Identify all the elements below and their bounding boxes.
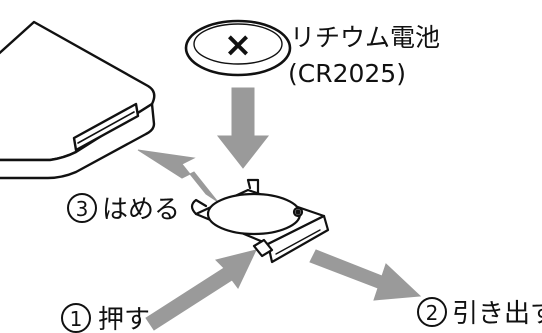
lithium-battery: × (184, 19, 292, 77)
step-1-label: 1 押す (61, 303, 150, 333)
step-3-text: はめる (102, 195, 180, 225)
step-1-number: 1 (70, 307, 83, 331)
step-1-arrow (145, 249, 257, 331)
step-2-number: 2 (426, 301, 439, 325)
holder-coin (206, 192, 302, 236)
battery-model-label: (CR2025) (288, 59, 406, 88)
battery-rim (193, 23, 283, 65)
step-3-circle (67, 193, 97, 223)
remote-front-edge (0, 102, 156, 180)
step-2-arrow (309, 249, 422, 301)
battery-body (184, 19, 292, 77)
step-3-arrow (137, 149, 219, 203)
holder-clip-arm (246, 178, 260, 194)
step-2-label: 2 引き出す (417, 297, 542, 329)
step-2-circle (417, 297, 447, 327)
step-1-text: 押す (98, 305, 150, 333)
battery-holder (190, 178, 330, 264)
step-3-label: 3 はめる (67, 193, 180, 225)
battery-cross-mark: × (224, 25, 253, 65)
insert-battery-arrow (216, 87, 270, 169)
step-2-text: 引き出す (452, 299, 542, 329)
step-3-number: 3 (76, 197, 89, 221)
remote-control (0, 20, 156, 180)
step-1-circle (61, 303, 91, 333)
battery-name-label: リチウム電池 (290, 23, 440, 52)
holder-latch (252, 238, 274, 258)
